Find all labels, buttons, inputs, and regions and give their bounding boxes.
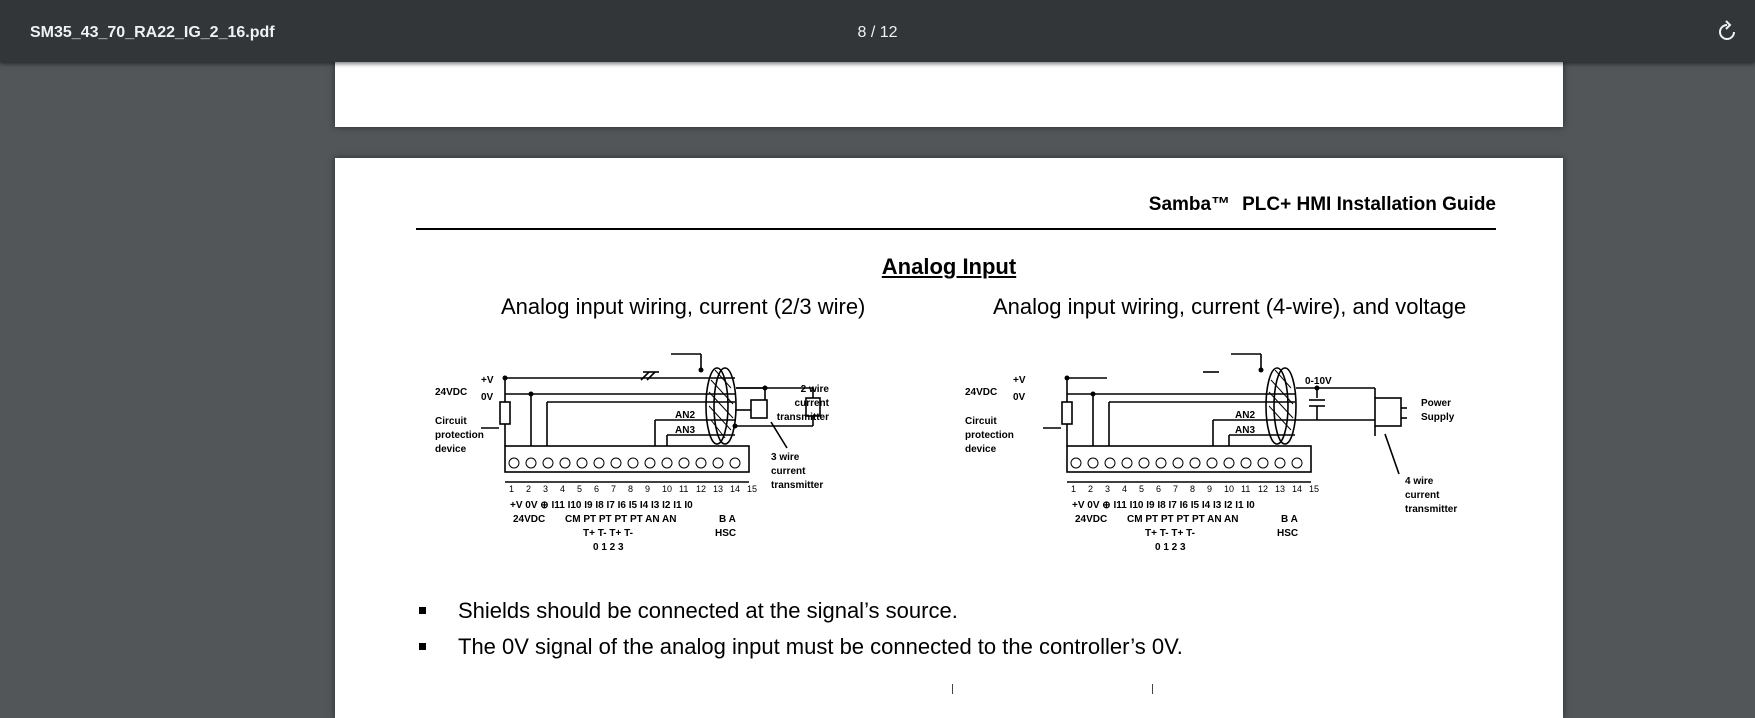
terminal-number: 13 xyxy=(713,484,723,494)
tx4-line-1: 4 wire xyxy=(1405,476,1434,487)
bullet-icon xyxy=(419,642,426,650)
subtitle-left: Analog input wiring, current (2/3 wire) xyxy=(501,294,866,319)
t-row: T+ T- T+ T- xyxy=(583,528,633,539)
tx4-line-3: transmitter xyxy=(1405,504,1457,515)
terminal-number: 7 xyxy=(611,484,616,494)
terminal-number: 1 xyxy=(1071,484,1076,494)
cp-label-right-2: protection xyxy=(965,430,1014,441)
power-supply-line-2: Supply xyxy=(1421,412,1455,423)
an2-label: AN2 xyxy=(675,410,695,421)
io-row-right: +V 0V ⊕ I11 I10 I9 I8 I7 I6 I5 I4 I3 I2 … xyxy=(1072,500,1255,511)
terminal-number: 4 xyxy=(1122,484,1127,494)
terminal-number: 5 xyxy=(577,484,582,494)
supply-row-right: 24VDC xyxy=(1075,514,1107,525)
supply-label: 24VDC xyxy=(435,387,467,398)
terminal-number: 3 xyxy=(1105,484,1110,494)
cp-label-right-3: device xyxy=(965,444,997,455)
page-header: Samba™ PLC+ HMI Installation Guide xyxy=(416,195,1496,230)
pt-row: CM PT PT PT PT AN AN xyxy=(565,514,676,525)
terminal-number: 11 xyxy=(679,484,688,494)
tx2-line-2: current xyxy=(795,398,830,409)
terminal-number: 4 xyxy=(560,484,565,494)
header-left: Samba™ xyxy=(1148,194,1231,215)
supply-label-right: 24VDC xyxy=(965,387,997,398)
rotate-icon[interactable] xyxy=(1715,20,1739,44)
terminal-number: 9 xyxy=(645,484,650,494)
ba-row-right: B A xyxy=(1281,514,1298,525)
zero-v-label-right: 0V xyxy=(1013,392,1026,403)
subtitle-right: Analog input wiring, current (4-wire), a… xyxy=(993,294,1467,319)
tx4-line-2: current xyxy=(1405,490,1440,501)
bullet-item: Shields should be connected at the signa… xyxy=(419,598,958,624)
file-name: SM35_43_70_RA22_IG_2_16.pdf xyxy=(30,24,275,41)
terminal-number: 13 xyxy=(1275,484,1285,494)
io-row: +V 0V ⊕ I11 I10 I9 I8 I7 I6 I5 I4 I3 I2 … xyxy=(510,500,693,511)
terminal-number: 5 xyxy=(1139,484,1144,494)
plus-v-label: +V xyxy=(481,375,494,386)
wiring-diagram-4-wire-voltage: 24VDC +V 0V Circuit protection device AN… xyxy=(965,353,1457,553)
voltage-label: 0-10V xyxy=(1305,376,1332,387)
bullet-icon xyxy=(419,606,426,614)
plus-v-label-right: +V xyxy=(1013,375,1026,386)
page-indicator: 8 / 12 xyxy=(857,24,898,41)
hsc-row: HSC xyxy=(715,528,736,539)
t-row-right: T+ T- T+ T- xyxy=(1145,528,1195,539)
terminal-number: 1 xyxy=(509,484,514,494)
terminal-number: 10 xyxy=(662,484,672,494)
page-title: Analog Input xyxy=(881,254,1017,279)
terminal-block-left xyxy=(508,457,741,469)
terminal-number: 10 xyxy=(1224,484,1234,494)
terminal-number: 14 xyxy=(730,484,740,494)
bullet-text: Shields should be connected at the signa… xyxy=(458,598,958,623)
terminal-number: 6 xyxy=(594,484,599,494)
terminal-number: 7 xyxy=(1173,484,1178,494)
pt-row-right: CM PT PT PT PT AN AN xyxy=(1127,514,1238,525)
power-supply-line-1: Power xyxy=(1421,398,1451,409)
terminal-number: 8 xyxy=(1190,484,1195,494)
tx2-line-3: transmitter xyxy=(777,412,829,423)
wiring-diagram-2-3-wire: 24VDC +V 0V Circuit protection device AN… xyxy=(435,353,830,553)
table-border-tick xyxy=(952,684,953,694)
terminal-number: 6 xyxy=(1156,484,1161,494)
terminal-number: 3 xyxy=(543,484,548,494)
terminal-number: 15 xyxy=(1309,484,1319,494)
cp-label-1: Circuit xyxy=(435,416,467,427)
terminal-number: 12 xyxy=(696,484,706,494)
terminal-number: 15 xyxy=(747,484,757,494)
channel-row: 0 1 2 3 xyxy=(593,542,624,553)
zero-v-label: 0V xyxy=(481,392,494,403)
cp-label-right-1: Circuit xyxy=(965,416,997,427)
terminal-number: 9 xyxy=(1207,484,1212,494)
terminal-number: 2 xyxy=(526,484,531,494)
cp-label-3: device xyxy=(435,444,467,455)
terminal-number: 12 xyxy=(1258,484,1268,494)
an3-label-right: AN3 xyxy=(1235,425,1255,436)
bullet-text: The 0V signal of the analog input must b… xyxy=(458,634,1183,659)
terminal-number: 2 xyxy=(1088,484,1093,494)
hsc-row-right: HSC xyxy=(1277,528,1298,539)
channel-row-right: 0 1 2 3 xyxy=(1155,542,1186,553)
bullet-item: The 0V signal of the analog input must b… xyxy=(419,634,1183,660)
an2-label-right: AN2 xyxy=(1235,410,1255,421)
cp-label-2: protection xyxy=(435,430,484,441)
current-page: Samba™ PLC+ HMI Installation Guide Analog… xyxy=(335,158,1563,718)
terminal-number: 8 xyxy=(628,484,633,494)
pdf-toolbar: SM35_43_70_RA22_IG_2_16.pdf 8 / 12 xyxy=(0,0,1755,62)
tx3-line-2: current xyxy=(771,466,806,477)
terminal-number: 11 xyxy=(1241,484,1250,494)
tx2-line-1: 2 wire xyxy=(801,384,830,395)
an3-label: AN3 xyxy=(675,425,695,436)
header-right: PLC+ HMI Installation Guide xyxy=(1242,194,1496,215)
tx3-line-1: 3 wire xyxy=(771,452,800,463)
tx3-line-3: transmitter xyxy=(771,480,823,491)
terminal-number: 14 xyxy=(1292,484,1302,494)
table-border-tick xyxy=(1152,684,1153,694)
ba-row: B A xyxy=(719,514,736,525)
supply-row: 24VDC xyxy=(513,514,545,525)
